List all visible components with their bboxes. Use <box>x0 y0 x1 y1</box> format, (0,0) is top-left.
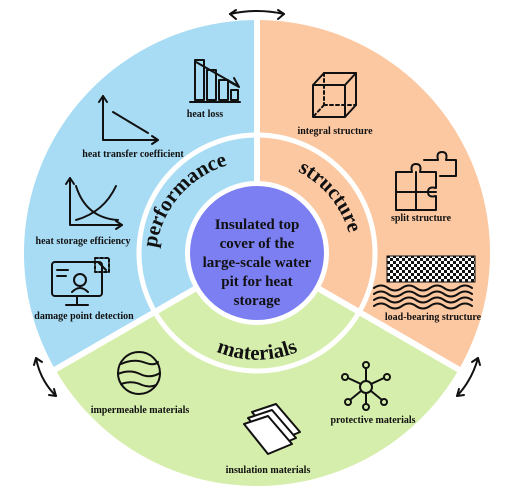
decreasing-line-graph-icon <box>98 95 159 145</box>
cube-icon <box>312 72 357 118</box>
molecule-network-icon <box>341 361 391 411</box>
label-heat-loss: heat loss <box>187 109 224 120</box>
center-title: Insulated top cover of the large-scale w… <box>203 217 312 309</box>
label-load-bearing-structure: load-bearing structure <box>385 312 482 323</box>
descending-bar-chart-icon <box>189 59 241 103</box>
puzzle-icon <box>395 151 457 211</box>
label-impermeable-materials: impermeable materials <box>91 405 190 416</box>
label-heat-storage-efficiency: heat storage efficiency <box>36 236 131 247</box>
center-line-4: pit for heat <box>221 274 292 290</box>
crossing-curves-graph-icon <box>65 177 123 230</box>
double-headed-arrow-icon <box>456 357 481 397</box>
layered-ground-icon <box>373 255 476 310</box>
center-line-1: Insulated top <box>215 217 300 233</box>
double-headed-arrow-icon <box>229 9 285 20</box>
stacked-sheets-icon <box>243 403 301 455</box>
double-headed-arrow-icon <box>33 357 57 397</box>
center-line-5: storage <box>234 293 281 309</box>
label-split-structure: split structure <box>391 213 452 224</box>
monitor-inspection-icon <box>51 257 110 306</box>
label-protective-materials: protective materials <box>330 415 415 426</box>
striped-ball-icon <box>117 351 161 395</box>
label-insulation-materials: insulation materials <box>226 465 311 476</box>
label-integral-structure: integral structure <box>297 126 373 137</box>
center-line-3: large-scale water <box>203 255 312 271</box>
label-damage-point-detection: damage point detection <box>34 311 134 322</box>
center-line-2: cover of the <box>220 236 295 252</box>
label-heat-transfer-coefficient: heat transfer coefficient <box>82 149 184 160</box>
center-circle <box>190 186 324 320</box>
